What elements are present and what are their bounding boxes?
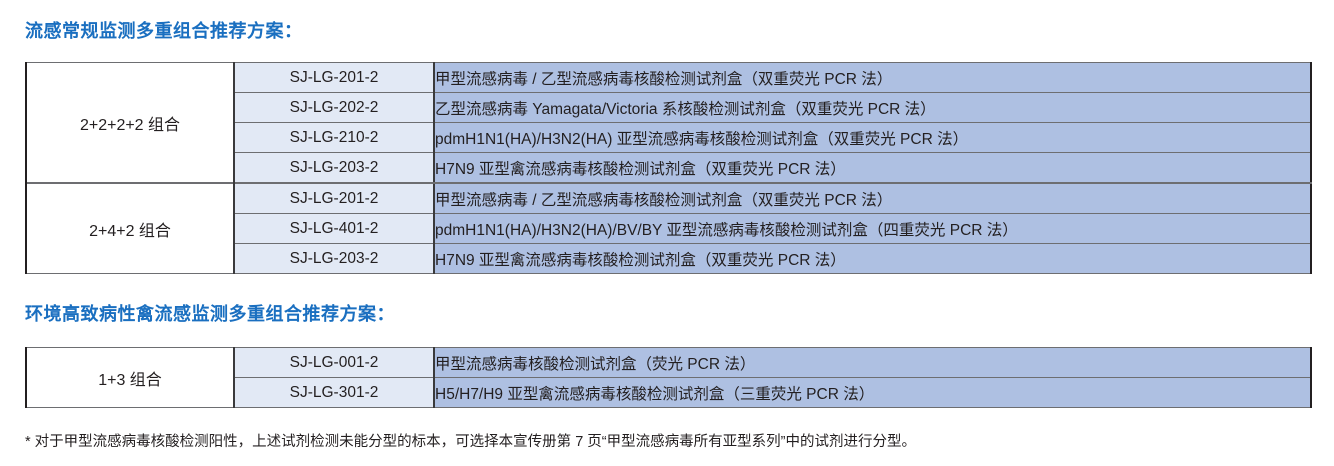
product-code: SJ-LG-401-2 bbox=[234, 213, 435, 244]
combo-group-label: 1+3 组合 bbox=[25, 347, 235, 408]
product-name: pdmH1N1(HA)/H3N2(HA)/BV/BY 亚型流感病毒核酸检测试剂盒… bbox=[434, 213, 1312, 244]
section-title-routine-monitoring: 流感常规监测多重组合推荐方案： bbox=[25, 21, 303, 41]
product-name: 甲型流感病毒 / 乙型流感病毒核酸检测试剂盒（双重荧光 PCR 法） bbox=[434, 182, 1312, 214]
product-code: SJ-LG-301-2 bbox=[234, 377, 435, 408]
product-name: 甲型流感病毒 / 乙型流感病毒核酸检测试剂盒（双重荧光 PCR 法） bbox=[434, 62, 1312, 93]
table-row: SJ-LG-203-2 H7N9 亚型禽流感病毒核酸检测试剂盒（双重荧光 PCR… bbox=[26, 152, 1312, 184]
section-title-environmental-avian-flu: 环境高致病性禽流感监测多重组合推荐方案： bbox=[25, 304, 395, 324]
combo-group-label: 2+2+2+2 组合 bbox=[25, 62, 235, 184]
footnote: * 对于甲型流感病毒核酸检测阳性，上述试剂检测未能分型的标本，可选择本宣传册第 … bbox=[25, 434, 916, 450]
routine-monitoring-combo-table: 2+2+2+2 组合 SJ-LG-201-2 甲型流感病毒 / 乙型流感病毒核酸… bbox=[25, 62, 1312, 274]
table-row: SJ-LG-401-2 pdmH1N1(HA)/H3N2(HA)/BV/BY 亚… bbox=[26, 213, 1312, 244]
table-row: SJ-LG-301-2 H5/H7/H9 亚型禽流感病毒核酸检测试剂盒（三重荧光… bbox=[26, 377, 1312, 408]
product-name: H5/H7/H9 亚型禽流感病毒核酸检测试剂盒（三重荧光 PCR 法） bbox=[434, 377, 1312, 408]
product-code: SJ-LG-203-2 bbox=[234, 243, 435, 274]
table-row: 2+2+2+2 组合 SJ-LG-201-2 甲型流感病毒 / 乙型流感病毒核酸… bbox=[25, 62, 1312, 184]
product-code: SJ-LG-203-2 bbox=[234, 152, 435, 184]
product-code: SJ-LG-201-2 bbox=[234, 62, 435, 93]
product-code: SJ-LG-210-2 bbox=[234, 122, 435, 153]
table-row: SJ-LG-203-2 H7N9 亚型禽流感病毒核酸检测试剂盒（双重荧光 PCR… bbox=[26, 243, 1312, 274]
table-row: SJ-LG-210-2 pdmH1N1(HA)/H3N2(HA) 亚型流感病毒核… bbox=[26, 122, 1312, 153]
product-name: 甲型流感病毒核酸检测试剂盒（荧光 PCR 法） bbox=[434, 347, 1312, 378]
product-code: SJ-LG-001-2 bbox=[234, 347, 435, 378]
product-name: pdmH1N1(HA)/H3N2(HA) 亚型流感病毒核酸检测试剂盒（双重荧光 … bbox=[434, 122, 1312, 153]
product-code: SJ-LG-202-2 bbox=[234, 92, 435, 123]
product-name: 乙型流感病毒 Yamagata/Victoria 系核酸检测试剂盒（双重荧光 P… bbox=[434, 92, 1312, 123]
product-name: H7N9 亚型禽流感病毒核酸检测试剂盒（双重荧光 PCR 法） bbox=[434, 243, 1312, 274]
table-row: 1+3 组合 SJ-LG-001-2 甲型流感病毒核酸检测试剂盒（荧光 PCR … bbox=[25, 347, 1312, 408]
environmental-avian-flu-combo-table: 1+3 组合 SJ-LG-001-2 甲型流感病毒核酸检测试剂盒（荧光 PCR … bbox=[25, 347, 1312, 408]
table-row: 2+4+2 组合 SJ-LG-201-2 甲型流感病毒 / 乙型流感病毒核酸检测… bbox=[25, 182, 1312, 274]
product-name: H7N9 亚型禽流感病毒核酸检测试剂盒（双重荧光 PCR 法） bbox=[434, 152, 1312, 184]
product-code: SJ-LG-201-2 bbox=[234, 182, 435, 214]
combo-group-label: 2+4+2 组合 bbox=[25, 182, 235, 274]
